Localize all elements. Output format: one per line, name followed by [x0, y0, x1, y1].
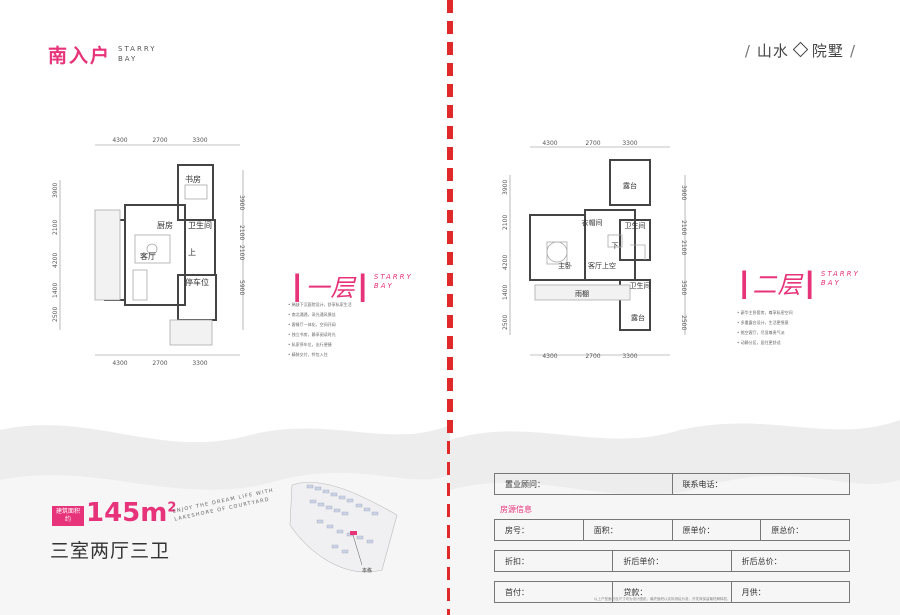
form-row-contact: 置业顾问： 联系电话：: [494, 473, 850, 495]
floor2-dim-left-4: 2500: [502, 315, 509, 330]
floor2-dim-right-2: 2100: [680, 240, 687, 255]
down-payment-field[interactable]: 首付：: [495, 582, 614, 602]
sales-form: 置业顾问： 联系电话： 房源信息 房号： 面积： 原单价： 原总价： 折扣： 折…: [494, 473, 850, 603]
floor1-dim-left-0: 3900: [52, 183, 59, 198]
floor2-plan: 4300 2700 3300 4300 2700 3300 3900 2100 …: [502, 140, 687, 360]
floor1-dim-left-4: 2500: [52, 307, 59, 322]
wave-background-right: [450, 420, 900, 615]
floor2-room-terrace: 露台: [623, 181, 637, 190]
floor1-dim-bottom-2: 3300: [192, 360, 207, 367]
phone-field[interactable]: 联系电话：: [682, 479, 723, 489]
floor1-dim-bottom-1: 2700: [152, 360, 167, 367]
floor1-room-bathroom: 卫生间: [188, 220, 212, 230]
floor2-dim-left-3: 1400: [502, 285, 509, 300]
entrance-title: 南入户: [48, 45, 112, 67]
floor2-dim-bottom-2: 3300: [622, 353, 637, 360]
floor1-room-kitchen: 厨房: [157, 220, 173, 230]
orig-total-field[interactable]: 原总价：: [771, 525, 804, 535]
floor2-stair-down: 下: [612, 242, 619, 250]
form-row-payment: 首付： 贷款： 月供：: [494, 581, 850, 603]
floor1-dim-right-2: 2100: [238, 245, 245, 260]
area-badge: 建筑面积约: [52, 506, 84, 526]
disc-total-field[interactable]: 折后总价：: [741, 556, 782, 566]
right-page: /山水院墅/ 4300 2700 3300 4300 2700 3300 390…: [450, 0, 900, 615]
floor2-notes: 豪华主卧套房，尊享私密空间 多重露台设计，生活更惬意 挑空客厅，尽显尊贵气派 动…: [737, 308, 793, 348]
area-field[interactable]: 面积：: [584, 520, 673, 540]
disclaimer: 以上户型面积及尺寸均为设计图纸，最终面积以实际测绘为准，开发商保留最终解释权。: [594, 597, 731, 601]
page-divider: [447, 0, 453, 615]
site-plan: 本栋: [289, 482, 398, 574]
orig-unit-price-field[interactable]: 原单价：: [673, 520, 762, 540]
floor2-dim-top-0: 4300: [542, 140, 557, 147]
floor1-dim-left-3: 1400: [52, 283, 59, 298]
floor1-dim-bottom-0: 4300: [112, 360, 127, 367]
floor2-room-bathroom-2: 卫生间: [630, 281, 651, 290]
floor2-dim-left-2: 4200: [502, 255, 509, 270]
floor2-dim-bottom-0: 4300: [542, 353, 557, 360]
form-row-discount: 折扣： 折后单价： 折后总价：: [494, 550, 850, 572]
floor1-dim-top-1: 2700: [152, 137, 167, 144]
floor2-room-bathroom: 卫生间: [625, 221, 646, 230]
floor2-dim-left-1: 2100: [502, 215, 509, 230]
floor1-room-study: 书房: [185, 174, 201, 184]
floor1-dim-top-2: 3300: [192, 137, 207, 144]
floor1-dim-left-1: 2100: [52, 220, 59, 235]
floor2-room-master: 主卧: [558, 261, 572, 270]
section-heading: 房源信息: [500, 505, 532, 514]
floor2-room-closet: 衣帽间: [582, 218, 603, 227]
floor1-stair-up: 上: [188, 248, 196, 257]
site-plan-label: 本栋: [362, 567, 372, 574]
floor1-dim-top-0: 4300: [112, 137, 127, 144]
floor2-dim-right-3: 3500: [680, 280, 687, 295]
floor2-dim-left-0: 3900: [502, 180, 509, 195]
consultant-field[interactable]: 置业顾问：: [495, 474, 673, 494]
floor1-room-parking: 停车位: [185, 277, 209, 287]
floor2-dim-top-2: 3300: [622, 140, 637, 147]
floor1-dim-right-1: 2100: [238, 225, 245, 240]
floor2-room-canopy: 雨棚: [575, 289, 589, 298]
floor1-dim-left-2: 4200: [52, 253, 59, 268]
diamond-icon: [792, 41, 809, 58]
floor2-room-void: 客厅上空: [588, 261, 616, 270]
floor1-notes: 稀缺下沉庭院设计，舒享私家生活 南北通透，采光通风俱佳 客餐厅一体化，空间开阔 …: [288, 300, 352, 360]
room-no-field[interactable]: 房号：: [495, 520, 584, 540]
floor2-dim-right-0: 3900: [680, 185, 687, 200]
floor2-dim-top-1: 2700: [585, 140, 600, 147]
loan-field[interactable]: 贷款：: [613, 582, 732, 602]
brand-mark: /山水院墅/: [744, 41, 856, 60]
floor2-dim-right-4: 2500: [680, 315, 687, 330]
floor1-dim-right-3: 5900: [238, 280, 245, 295]
area-value: 145m2: [86, 498, 177, 528]
floor2-dim-bottom-1: 2700: [585, 353, 600, 360]
form-row-room: 房号： 面积： 原单价： 原总价：: [494, 519, 850, 541]
floor1-dim-right-0: 3900: [238, 195, 245, 210]
disc-unit-field[interactable]: 折后单价：: [613, 551, 732, 571]
floor2-dim-right-1: 2100: [680, 220, 687, 235]
layout-name: 三室两厅三卫: [50, 540, 171, 562]
monthly-field[interactable]: 月供：: [741, 587, 766, 597]
floor1-room-living: 客厅: [140, 251, 156, 261]
floor2-room-terrace-2: 露台: [631, 313, 645, 322]
floor1-plan: 4300 2700 3300 4300 2700 3300 3900 2100 …: [52, 137, 245, 367]
discount-field[interactable]: 折扣：: [495, 551, 614, 571]
